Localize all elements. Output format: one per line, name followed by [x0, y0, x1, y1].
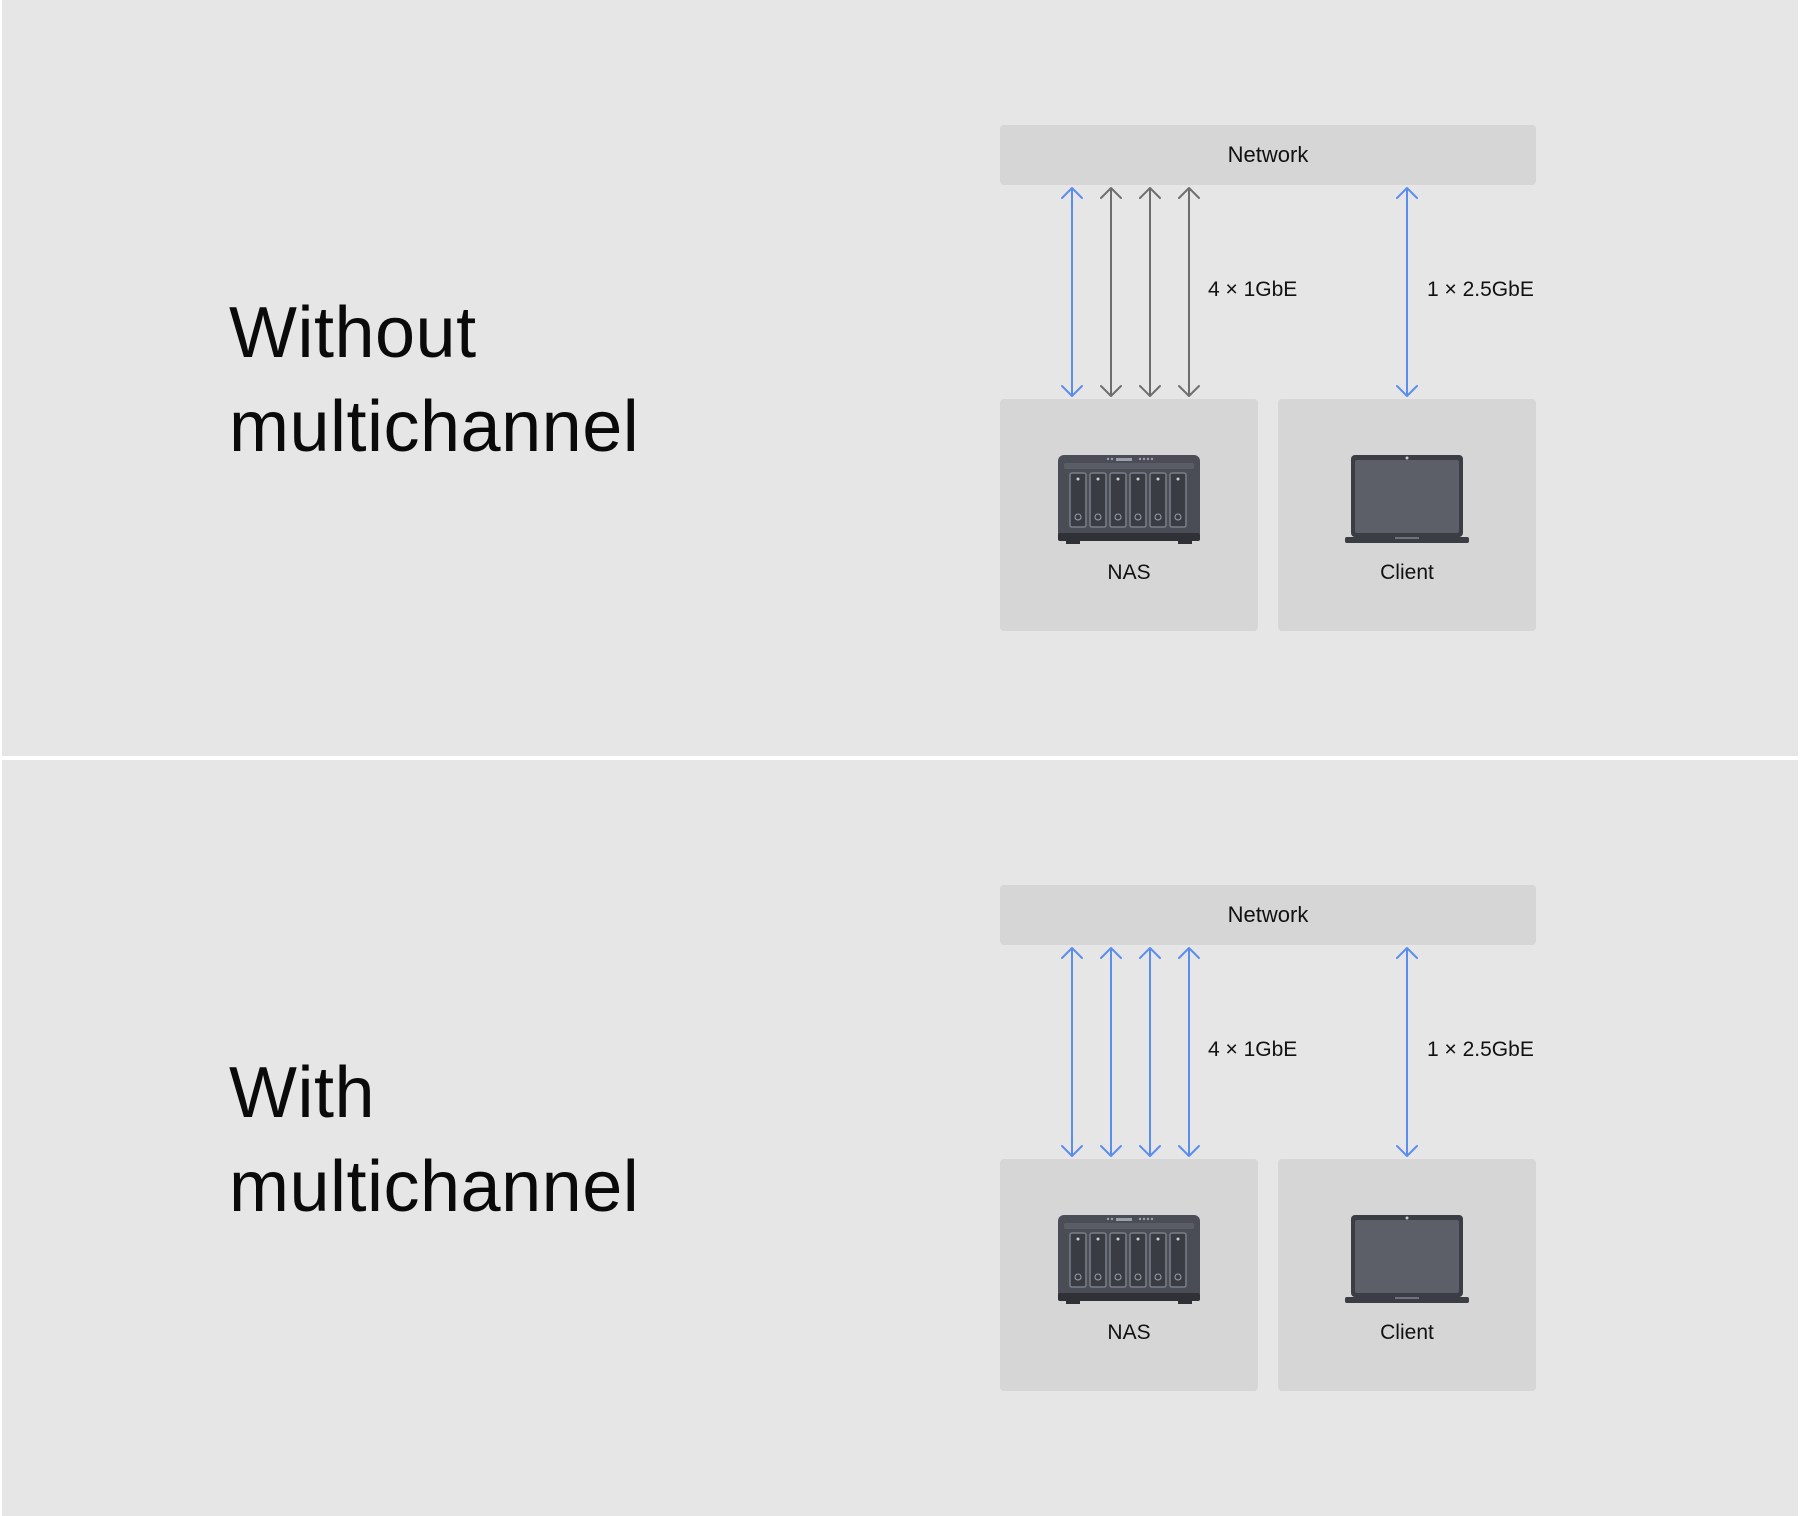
nas-link-arrow: [1178, 947, 1200, 1157]
nas-link-arrow: [1139, 187, 1161, 397]
network-bar: Network: [1000, 885, 1536, 945]
client-link-arrow: [1396, 947, 1418, 1157]
nas-label: NAS: [1107, 1321, 1151, 1344]
client-link-group: [1396, 187, 1418, 397]
network-label: Network: [1227, 902, 1309, 927]
nas-link-arrow: [1100, 947, 1122, 1157]
client-box: Client: [1278, 399, 1536, 631]
panel-without-multichannel: Without multichannel Network 4 × 1GbE 1 …: [2, 0, 1798, 756]
nas-link-label: 4 × 1GbE: [1208, 278, 1298, 301]
client-link-label: 1 × 2.5GbE: [1427, 1038, 1534, 1061]
client-link-group: [1396, 947, 1418, 1157]
nas-icon: [1058, 455, 1200, 544]
nas-link-arrow: [1061, 187, 1083, 397]
nas-link-arrow: [1100, 187, 1122, 397]
client-link-label: 1 × 2.5GbE: [1427, 278, 1534, 301]
nas-box: NAS: [1000, 1159, 1258, 1391]
nas-link-group: [1061, 947, 1200, 1157]
nas-link-arrow: [1178, 187, 1200, 397]
client-label: Client: [1380, 1321, 1434, 1344]
heading-line-1: With: [229, 1053, 375, 1133]
network-bar: Network: [1000, 125, 1536, 185]
nas-label: NAS: [1107, 561, 1151, 584]
nas-box: NAS: [1000, 399, 1258, 631]
panel-with-multichannel: With multichannel Network 4 × 1GbE 1 × 2…: [2, 760, 1798, 1516]
heading-line-1: Without: [229, 293, 477, 373]
client-link-arrow: [1396, 187, 1418, 397]
nas-link-label: 4 × 1GbE: [1208, 1038, 1298, 1061]
panel-heading: Without multichannel: [229, 286, 639, 474]
nas-link-arrow: [1061, 947, 1083, 1157]
nas-link-group: [1061, 187, 1200, 397]
laptop-icon: [1345, 1215, 1469, 1303]
network-label: Network: [1227, 142, 1309, 167]
panel-heading: With multichannel: [229, 1046, 639, 1234]
laptop-icon: [1345, 455, 1469, 543]
nas-icon: [1058, 1215, 1200, 1304]
nas-link-arrow: [1139, 947, 1161, 1157]
heading-line-2: multichannel: [229, 1147, 640, 1227]
heading-line-2: multichannel: [229, 387, 640, 467]
client-box: Client: [1278, 1159, 1536, 1391]
client-label: Client: [1380, 561, 1434, 584]
